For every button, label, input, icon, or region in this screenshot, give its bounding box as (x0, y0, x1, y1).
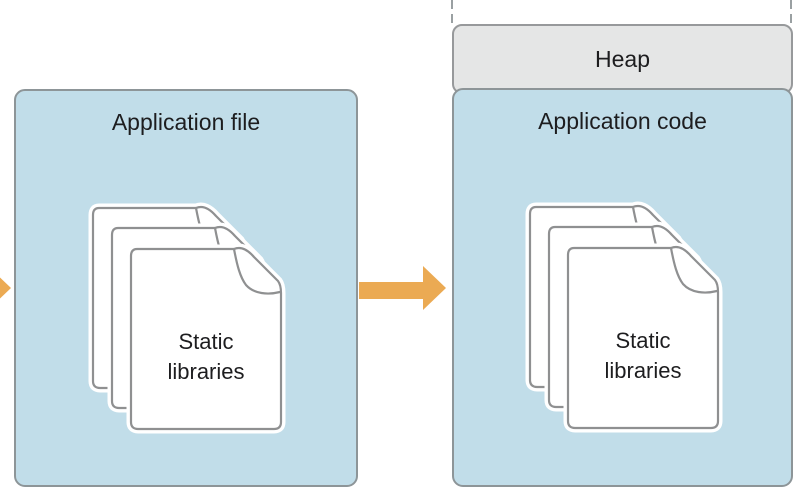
application-file-title: Application file (111, 109, 261, 135)
page-front (126, 243, 286, 434)
heap-dashed-line-left (451, 0, 453, 27)
application-file-box: Application file Static libraries (14, 89, 358, 487)
application-code-title: Application code (538, 108, 707, 134)
static-libraries-label: Static libraries (604, 328, 682, 383)
page-front (563, 242, 723, 433)
heap-box: Heap (452, 24, 793, 94)
heap-dashed-line-right (790, 0, 792, 27)
document-stack-icon (88, 202, 286, 434)
arrow-right-partial-icon (0, 277, 11, 299)
static-libraries-label: Static libraries (167, 329, 245, 384)
heap-label: Heap (595, 46, 650, 72)
document-stack-icon (525, 201, 723, 433)
application-code-box: Application code Static libraries (452, 88, 793, 487)
arrow-right-icon (359, 266, 446, 310)
